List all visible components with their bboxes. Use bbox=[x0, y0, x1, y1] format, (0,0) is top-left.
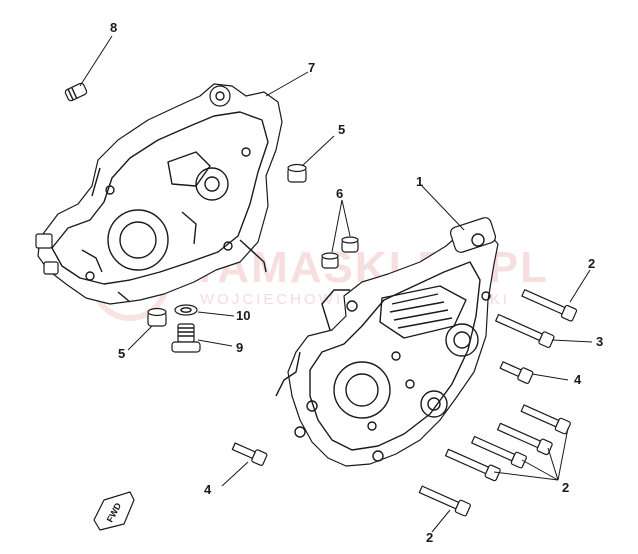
bolt-3 bbox=[495, 313, 555, 349]
callout-2-bottom: 2 bbox=[426, 530, 433, 545]
callout-2-right-group: 2 bbox=[562, 480, 569, 495]
callout-5-lower: 5 bbox=[118, 346, 125, 361]
bolt-4-right bbox=[499, 361, 534, 384]
washer-10 bbox=[174, 304, 198, 316]
bolt-2-mid-d bbox=[444, 448, 501, 482]
plug-8 bbox=[64, 82, 88, 102]
callout-2-top: 2 bbox=[588, 256, 595, 271]
callout-8: 8 bbox=[110, 20, 117, 35]
right-crankcase-half bbox=[275, 217, 499, 467]
callout-3: 3 bbox=[596, 334, 603, 349]
bolt-2-mid-a bbox=[520, 404, 571, 435]
callout-7: 7 bbox=[308, 60, 315, 75]
collar-6-b bbox=[321, 252, 339, 269]
callout-6: 6 bbox=[336, 186, 343, 201]
callout-4-right: 4 bbox=[574, 372, 582, 387]
callout-4-left: 4 bbox=[204, 482, 212, 497]
bolts bbox=[231, 289, 578, 517]
collar-6-a bbox=[341, 236, 359, 253]
dowel-5-upper bbox=[287, 163, 307, 183]
bolt-2-mid-c bbox=[471, 435, 527, 469]
fwd-arrow: FWD bbox=[93, 491, 135, 531]
callouts: 8 7 5 6 1 2 3 4 10 5 9 2 4 2 bbox=[110, 20, 603, 545]
small-parts bbox=[64, 82, 359, 353]
callout-5-upper: 5 bbox=[338, 122, 345, 137]
leader-lines bbox=[79, 35, 593, 533]
callout-10: 10 bbox=[236, 308, 250, 323]
bolt-2-mid-b bbox=[496, 422, 553, 456]
left-crankcase-half bbox=[35, 83, 283, 305]
bolt-2-bottom bbox=[418, 485, 471, 517]
drain-bolt-9 bbox=[171, 323, 201, 353]
bolt-2-top bbox=[521, 289, 578, 322]
callout-9: 9 bbox=[236, 340, 243, 355]
bolt-4-left bbox=[231, 442, 268, 466]
callout-1: 1 bbox=[416, 174, 423, 189]
dowel-5-lower bbox=[147, 307, 167, 327]
